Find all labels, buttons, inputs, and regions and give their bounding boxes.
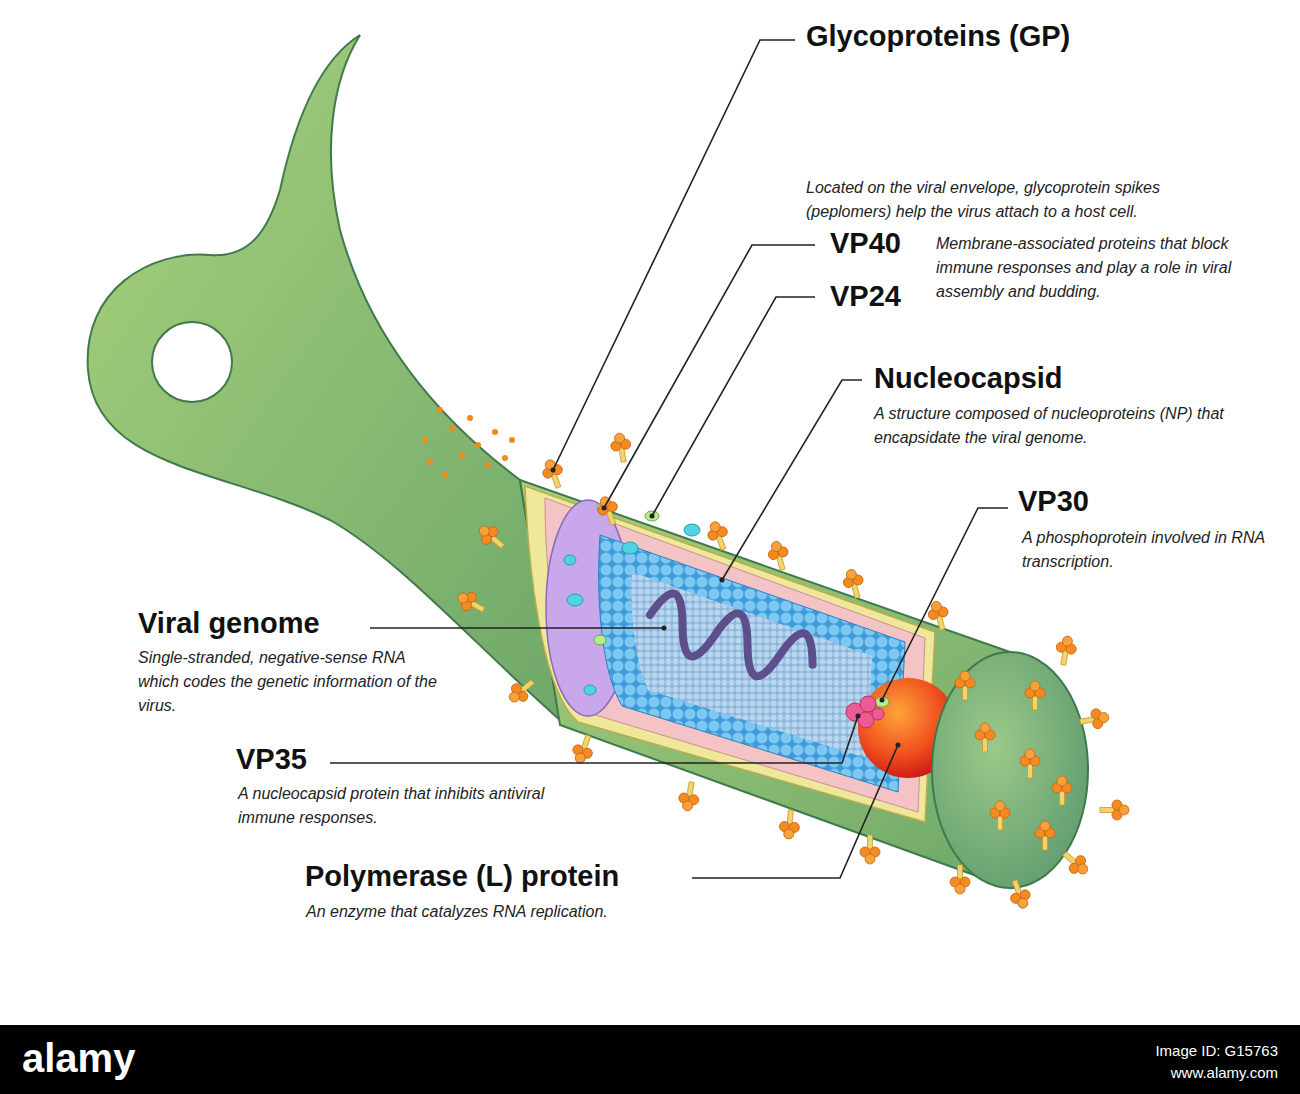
leader-endpoints xyxy=(551,468,901,748)
callout-heading: Polymerase (L) protein xyxy=(305,859,619,894)
nucleocapsid-layer xyxy=(599,535,905,792)
callout-description: Membrane-associated proteins that block … xyxy=(936,232,1276,304)
vp30-protein xyxy=(875,697,889,707)
callout-heading: Glycoproteins (GP) xyxy=(806,19,1070,54)
viral-filament-tail xyxy=(88,35,560,720)
envelope-cut-rim xyxy=(525,486,935,822)
callout-heading: VP35 xyxy=(236,742,307,777)
viral-envelope-tube xyxy=(520,480,1010,888)
matrix-layer xyxy=(545,498,925,812)
callout-description: A structure composed of nucleoproteins (… xyxy=(874,402,1284,450)
callout-heading: VP40 xyxy=(830,226,901,261)
callout-heading: VP30 xyxy=(1018,484,1089,519)
filament-end-cap xyxy=(932,652,1088,888)
tail-loop-hole xyxy=(152,322,232,402)
image-id: Image ID: G15763 xyxy=(1155,1042,1278,1060)
callout-heading: VP24 xyxy=(830,279,901,314)
callout-heading: Viral genome xyxy=(138,606,320,641)
callout-description: Single-stranded, negative-sense RNA whic… xyxy=(138,646,438,718)
glycoprotein-dots xyxy=(422,407,515,478)
vp35-protein xyxy=(846,696,884,728)
leader-lines xyxy=(330,40,1008,878)
glycoprotein-spikes xyxy=(454,432,1129,912)
callout-heading: Nucleocapsid xyxy=(874,361,1063,396)
callout-description: A phosphoprotein involved in RNA transcr… xyxy=(1022,526,1282,574)
watermark-bar xyxy=(0,1025,1300,1094)
callout-description: Located on the viral envelope, glycoprot… xyxy=(806,176,1246,224)
nucleocapsid-interior xyxy=(632,572,872,758)
watermark-logo: alamy xyxy=(22,1034,135,1082)
callout-description: A nucleocapsid protein that inhibits ant… xyxy=(238,782,558,830)
watermark-url: www.alamy.com xyxy=(1171,1064,1278,1082)
callout-description: An enzyme that catalyzes RNA replication… xyxy=(306,900,726,924)
rna-helix xyxy=(642,589,821,691)
